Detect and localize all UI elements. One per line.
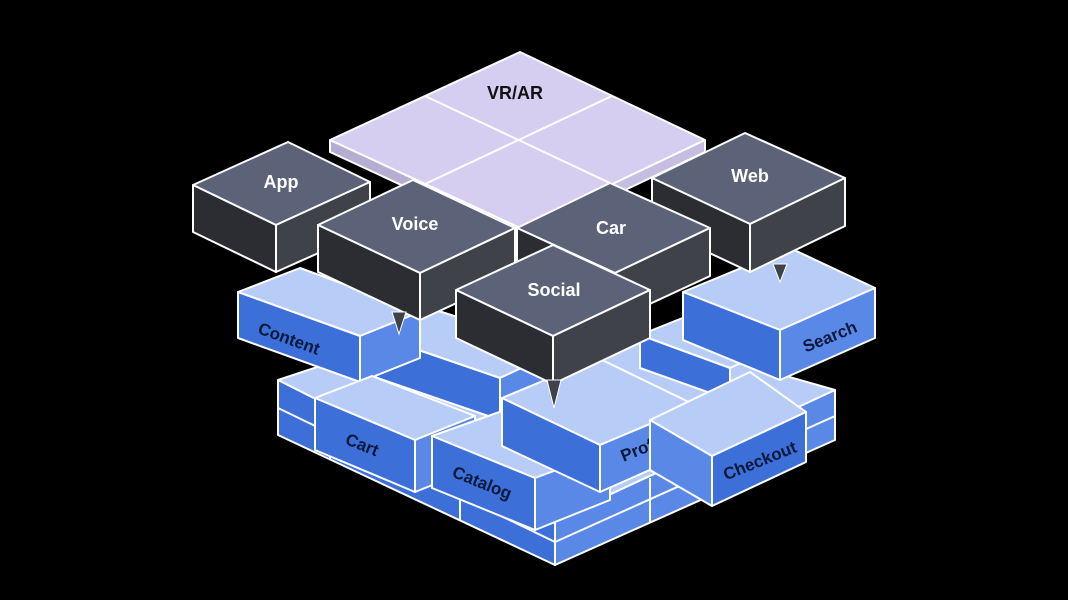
connector-pin — [546, 379, 562, 409]
connector-pin — [391, 311, 407, 336]
channel-block-social: Social — [455, 244, 651, 409]
channel-label-voice: Voice — [392, 214, 439, 234]
connector-pin — [772, 263, 788, 284]
service-block-checkout: Checkout — [649, 371, 807, 507]
channel-label-car: Car — [596, 218, 626, 238]
channel-label-web: Web — [731, 166, 769, 186]
service-block-search: Search — [682, 247, 876, 381]
channel-label-social: Social — [527, 280, 580, 300]
channel-label-app: App — [264, 172, 299, 192]
channel-block-voice: Voice — [317, 179, 516, 336]
plane-grid-line — [424, 95, 613, 185]
platform-label-vr-ar: VR/AR — [487, 83, 543, 103]
